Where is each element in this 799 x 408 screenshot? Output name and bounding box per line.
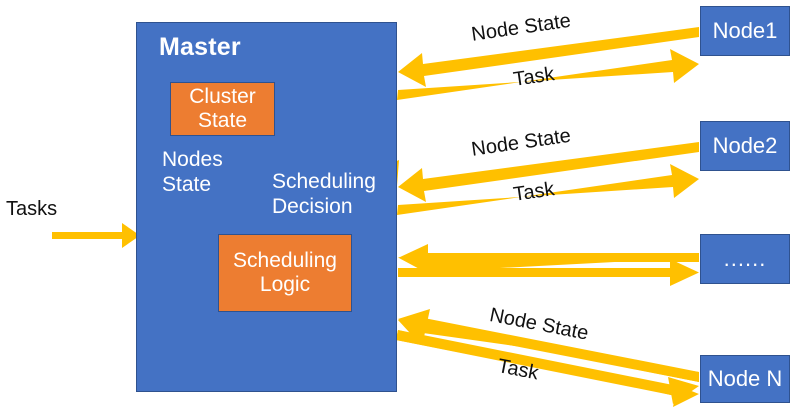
node-n-state-arrow (398, 309, 699, 382)
node-box-node1[interactable]: Node1 (700, 6, 790, 56)
scheduling-logic-box[interactable]: Scheduling Logic (218, 234, 352, 312)
cluster-state-label-line1: Cluster (189, 85, 256, 109)
master-box[interactable] (136, 22, 397, 392)
scheduling-decision-label-line1: Scheduling (272, 170, 376, 193)
master-title: Master (159, 33, 241, 61)
node2-state-arrow (398, 142, 699, 202)
node-n-task-arrow (396, 330, 699, 407)
node-box-node2[interactable]: Node2 (700, 121, 790, 171)
node1-task-arrow (397, 49, 699, 100)
node-box-node-n[interactable]: Node N (700, 355, 790, 403)
node-label-node2: Node2 (712, 132, 778, 158)
scheduling-logic-label-line2: Logic (259, 273, 311, 296)
node-label-node1: Node1 (712, 17, 778, 43)
nodes-state-label-line1: Nodes (162, 148, 223, 171)
node1-state-arrow (398, 27, 699, 87)
nodes-state-label-line2: State (162, 172, 212, 196)
scheduling-decision-label-line2: Decision (272, 194, 353, 218)
cluster-state-box[interactable]: Cluster State (170, 82, 275, 136)
node-ellipsis-task-arrow (398, 259, 699, 286)
node-box-ellipsis[interactable]: ...... (700, 234, 790, 284)
node-label-node-n: Node N (707, 365, 783, 391)
nodes-state-label: Nodes State (162, 148, 223, 198)
tasks-input-label: Tasks (6, 198, 58, 220)
cluster-state-label-line2: State (197, 109, 248, 132)
node2-task-arrow (397, 164, 699, 215)
node-label-ellipsis: ...... (723, 245, 767, 271)
node-ellipsis-state-arrow (398, 244, 699, 272)
scheduling-logic-label-line1: Scheduling (233, 249, 337, 273)
scheduling-decision-label: Scheduling Decision (272, 170, 376, 220)
tasks-input-arrow (52, 223, 140, 248)
